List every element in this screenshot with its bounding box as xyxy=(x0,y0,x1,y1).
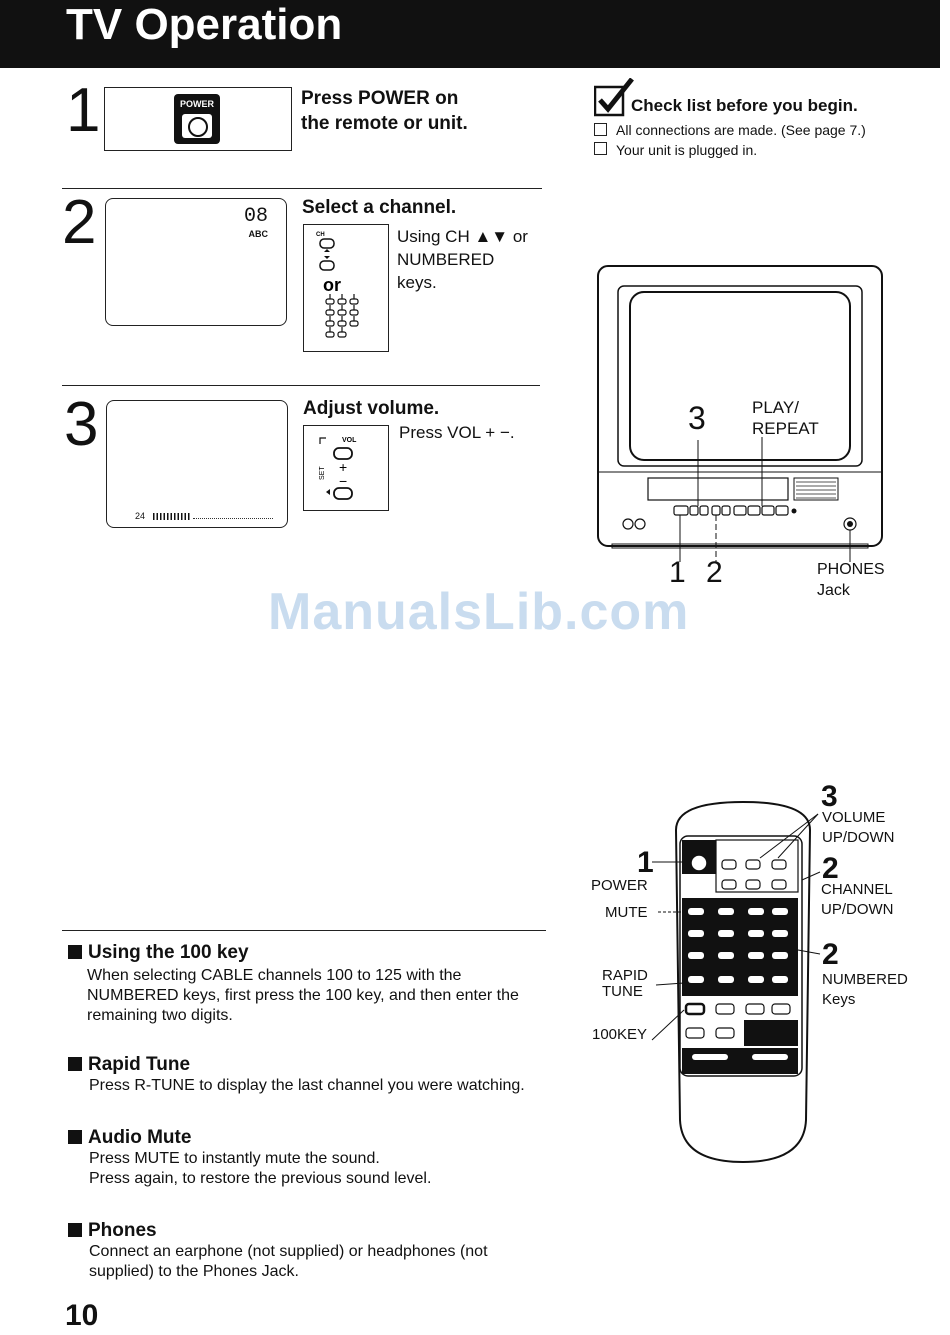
remote-control-illustration xyxy=(668,800,818,1170)
svg-text:−: − xyxy=(339,473,347,489)
checkmark-icon xyxy=(593,77,636,123)
volume-keys-icon: VOL + − SET xyxy=(319,437,357,500)
divider xyxy=(62,930,546,931)
tv-screen-channel: 08 ABC xyxy=(105,198,287,326)
step-1-number: 1 xyxy=(66,76,101,145)
step-3-description: Press VOL + −. xyxy=(399,423,515,442)
svg-text:CH: CH xyxy=(316,232,325,238)
step-3-number: 3 xyxy=(64,390,99,459)
volume-updown-label: VOLUME UP/DOWN xyxy=(822,809,895,846)
volume-level-value: 24 xyxy=(135,511,146,521)
section-audio-mute: Audio Mute Press MUTE to instantly mute … xyxy=(68,1127,431,1189)
step-2-description: Using CH ▲▼ or NUMBERED keys. xyxy=(397,227,528,292)
play-repeat-label: PLAY/ REPEAT xyxy=(752,398,819,438)
tv-screen-volume: 24 xyxy=(106,400,288,528)
tv-callout-2: 2 xyxy=(706,556,723,589)
remote-callout-2b: 2 xyxy=(822,938,839,971)
bullet-square-icon xyxy=(68,1057,82,1071)
step-2-number: 2 xyxy=(62,188,97,257)
channel-updown-label: CHANNEL UP/DOWN xyxy=(821,881,894,918)
volume-level-bar xyxy=(153,513,191,520)
divider xyxy=(62,188,542,189)
step-1-illustration-frame xyxy=(104,87,292,151)
remote-callout-lines xyxy=(651,813,821,1041)
svg-text:VOL: VOL xyxy=(342,437,357,444)
screen-channel-number: 08 xyxy=(243,205,268,228)
phones-jack-label: PHONES Jack xyxy=(817,561,885,599)
remote-callout-1: 1 xyxy=(637,846,654,879)
svg-text:SET: SET xyxy=(319,466,326,480)
bullet-square-icon xyxy=(68,945,82,959)
checklist-item: All connections are made. (See page 7.) xyxy=(616,122,866,138)
remote-callout-2: 2 xyxy=(822,852,839,885)
remote-callout-3: 3 xyxy=(821,780,838,813)
step-1-instruction: Press POWER on the remote or unit. xyxy=(301,88,468,134)
key100-label: 100KEY xyxy=(592,1026,648,1043)
step-3-title: Adjust volume. xyxy=(303,398,440,419)
tv-unit-illustration xyxy=(590,262,890,567)
step-2-title: Select a channel. xyxy=(302,197,457,218)
watermark: ManualsLib.com xyxy=(268,583,690,641)
tv-callout-1: 1 xyxy=(669,556,686,589)
rapid-tune-label: RAPID TUNE xyxy=(602,967,648,1000)
section-phones: Phones Connect an earphone (not supplied… xyxy=(68,1220,488,1282)
channel-keys-icon: CH or xyxy=(316,232,359,338)
page-title: TV Operation xyxy=(66,0,343,49)
mute-label: MUTE xyxy=(605,904,648,921)
volume-keys-illustration: VOL + − SET xyxy=(303,425,389,511)
checklist-checkbox[interactable] xyxy=(594,123,607,136)
page-number: 10 xyxy=(65,1299,99,1332)
volume-level-remaining xyxy=(193,518,273,519)
section-rapid-tune: Rapid Tune Press R-TUNE to display the l… xyxy=(68,1054,525,1096)
bullet-square-icon xyxy=(68,1130,82,1144)
checklist-item: Your unit is plugged in. xyxy=(616,142,758,158)
screen-channel-label: ABC xyxy=(248,229,269,239)
tv-callout-3: 3 xyxy=(688,400,706,436)
numbered-keys-label: NUMBERED Keys xyxy=(822,971,908,1008)
divider xyxy=(62,385,540,386)
power-label: POWER xyxy=(591,877,648,894)
bullet-square-icon xyxy=(68,1223,82,1237)
svg-text:+: + xyxy=(339,459,347,475)
channel-keys-illustration: CH or xyxy=(303,224,389,352)
svg-text:or: or xyxy=(323,275,341,295)
section-using-100-key: Using the 100 key When selecting CABLE c… xyxy=(68,942,519,1026)
page-header-bar xyxy=(0,0,940,68)
checklist-checkbox[interactable] xyxy=(594,142,607,155)
power-button-icon: POWER xyxy=(174,94,220,144)
power-button-label: POWER xyxy=(179,99,214,109)
checklist-title: Check list before you begin. xyxy=(631,96,858,115)
